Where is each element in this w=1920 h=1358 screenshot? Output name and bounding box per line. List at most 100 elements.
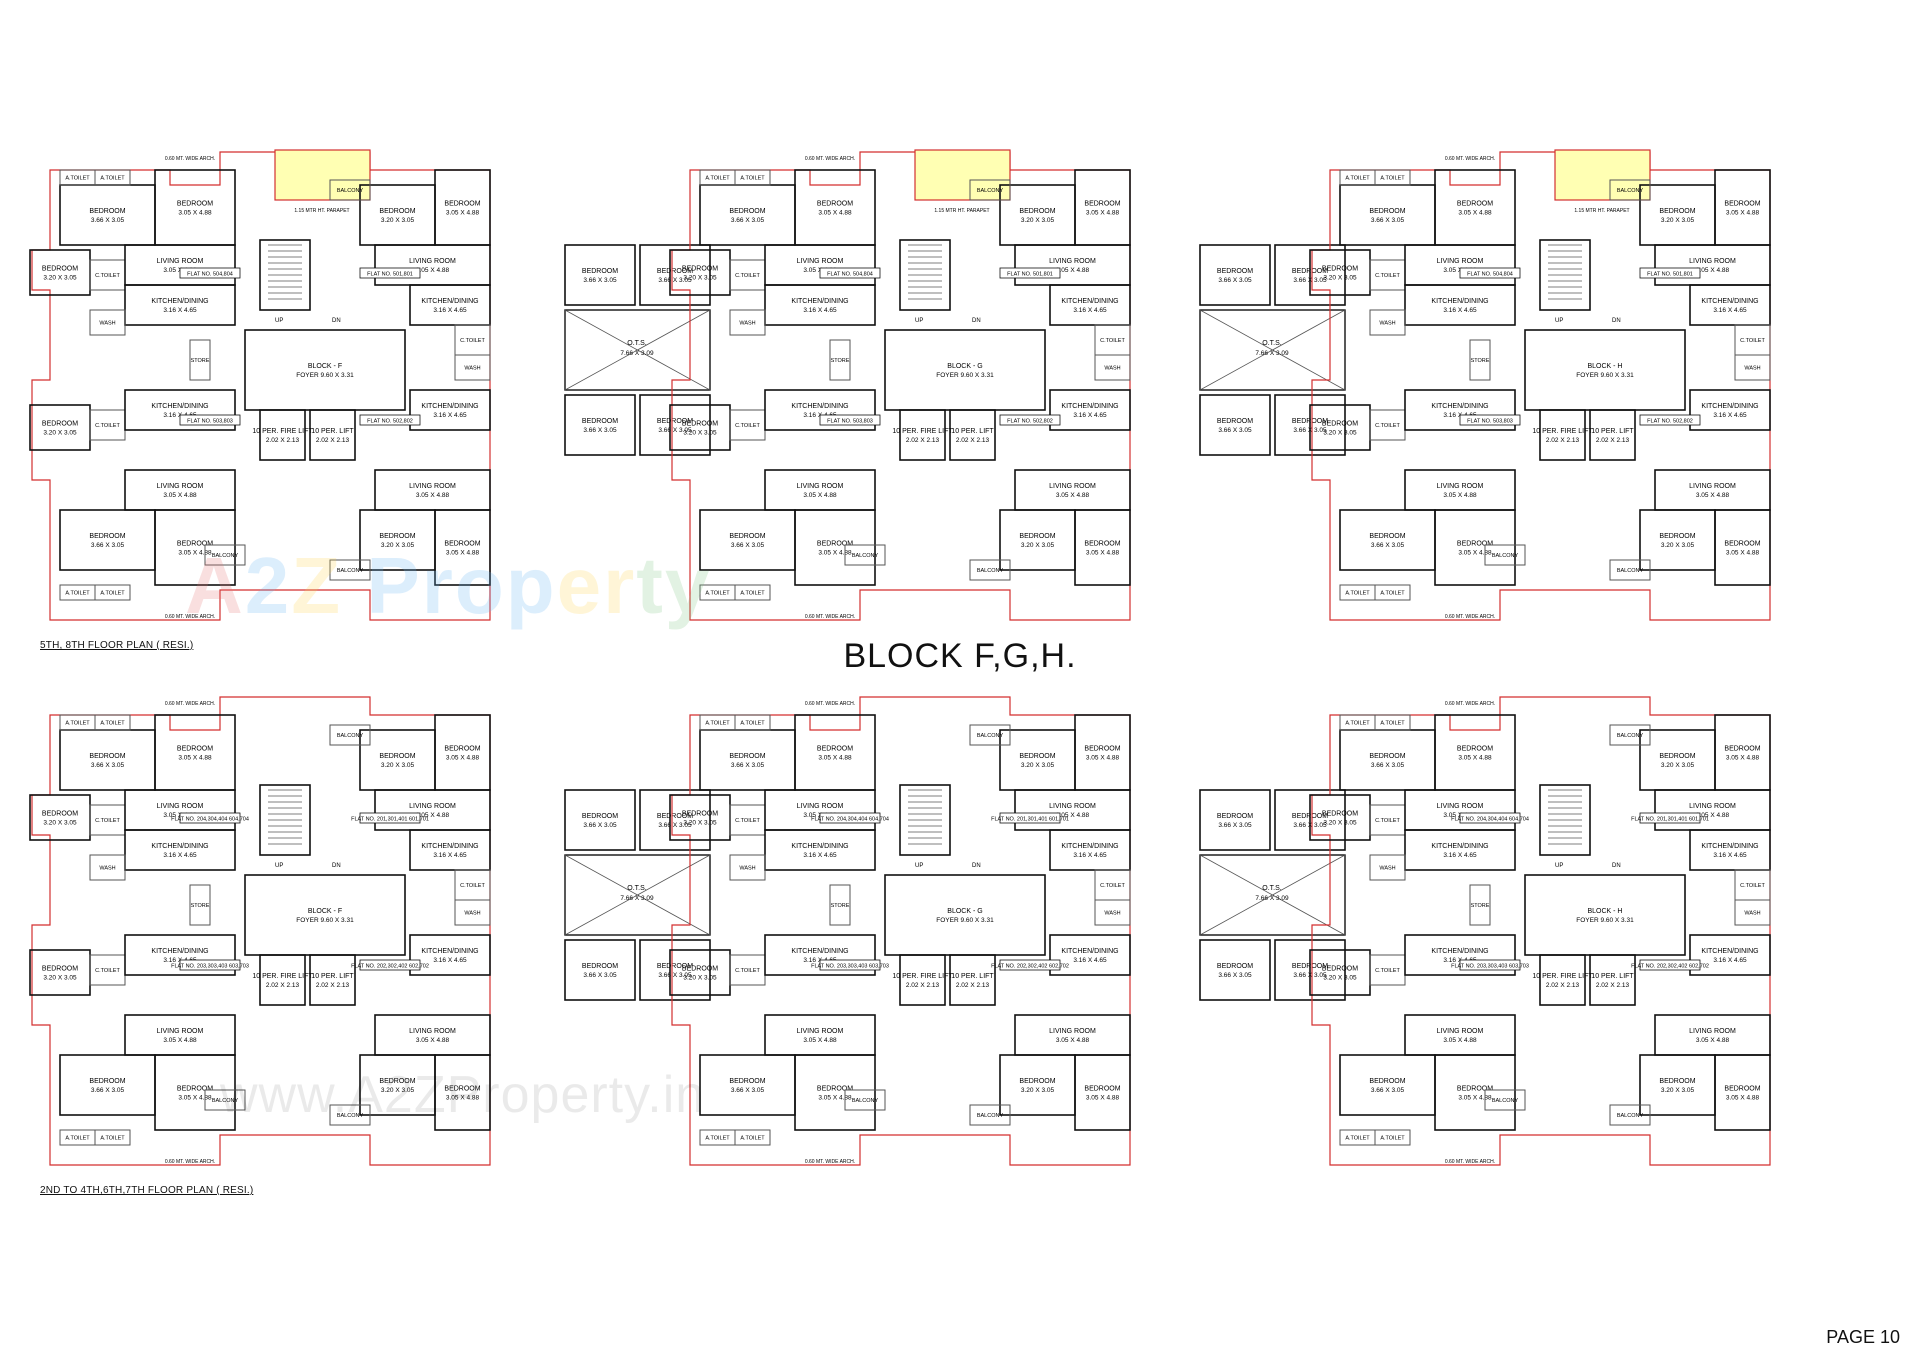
kitchen-4-label: KITCHEN/DINING bbox=[1701, 948, 1758, 955]
balcony-1-label: BALCONY bbox=[1492, 1098, 1519, 1104]
bedroom-4-size: 3.20 X 3.05 bbox=[43, 975, 77, 982]
store-1-label: STORE bbox=[191, 903, 210, 909]
lift-size: 2.02 X 2.13 bbox=[316, 437, 350, 444]
flat-number-tag: FLAT NO. 201,301,401 601,701 bbox=[1631, 817, 1709, 823]
bedroom-5-size: 3.66 X 3.05 bbox=[1371, 1087, 1405, 1094]
living-room-2-wall bbox=[1404, 1014, 1516, 1056]
kitchen-4-size: 3.16 X 4.65 bbox=[1073, 957, 1107, 964]
floor-plan-caption-top: 5TH, 8TH FLOOR PLAN ( RESI.) bbox=[40, 640, 194, 651]
bedroom-3-wall bbox=[29, 794, 91, 841]
bedroom-9-label: BEDROOM bbox=[1019, 1078, 1055, 1085]
a-toilet-2-label: A.TOILET bbox=[740, 176, 765, 182]
flat-number-tag-box bbox=[1459, 812, 1521, 824]
ots-bedroom-4-label: BEDROOM bbox=[657, 418, 693, 425]
living-room-4-size: 3.05 X 4.88 bbox=[1056, 492, 1090, 499]
wash-1-label: WASH bbox=[1379, 321, 1395, 327]
flat-number-tag: FLAT NO. 502,802 bbox=[367, 419, 413, 425]
ots-bedroom-1-wall bbox=[564, 789, 636, 851]
balcony-3-label: BALCONY bbox=[977, 568, 1004, 574]
bedroom-5-label: BEDROOM bbox=[89, 1078, 125, 1085]
ots-bedroom-4-label: BEDROOM bbox=[657, 963, 693, 970]
fire-lift-label: 10 PER. FIRE LIFT bbox=[1532, 428, 1593, 435]
wing-outline bbox=[1311, 151, 1771, 621]
balcony-3-wall bbox=[329, 1104, 371, 1126]
balcony-1-label: BALCONY bbox=[852, 1098, 879, 1104]
arch-label: 0.60 MT. WIDE ARCH. bbox=[165, 701, 215, 707]
bedroom-1-size: 3.66 X 3.05 bbox=[731, 762, 765, 769]
fire-lift-wall bbox=[1539, 954, 1586, 1006]
bedroom-9-label: BEDROOM bbox=[1019, 533, 1055, 540]
lift-label: 10 PER. LIFT bbox=[1591, 428, 1634, 435]
kitchen-4-size: 3.16 X 4.65 bbox=[1073, 412, 1107, 419]
flat-number-tag: FLAT NO. 504,804 bbox=[827, 272, 873, 278]
flat-number-tag: FLAT NO. 202,302,402 602,702 bbox=[351, 964, 429, 970]
bedroom-6-wall bbox=[794, 1054, 876, 1131]
balcony-2-wall bbox=[329, 724, 371, 746]
balcony-1-label: BALCONY bbox=[852, 553, 879, 559]
wash-2-wall bbox=[1734, 899, 1771, 926]
stair-dn-label: DN bbox=[332, 318, 341, 324]
bedroom-10-size: 3.05 X 4.88 bbox=[446, 1095, 480, 1102]
fire-lift-label: 10 PER. FIRE LIFT bbox=[892, 973, 953, 980]
living-room-1-wall bbox=[764, 244, 876, 286]
arch-label: 0.60 MT. WIDE ARCH. bbox=[1445, 1159, 1495, 1165]
living-room-1-label: LIVING ROOM bbox=[1437, 258, 1484, 265]
flat-number-tag: FLAT NO. 503,803 bbox=[1467, 419, 1513, 425]
bedroom-9-wall bbox=[1639, 509, 1716, 571]
balcony-3-label: BALCONY bbox=[337, 568, 364, 574]
kitchen-1-wall bbox=[764, 284, 876, 326]
wash-2-label: WASH bbox=[464, 366, 480, 372]
kitchen-4-label: KITCHEN/DINING bbox=[421, 403, 478, 410]
c-toilet-3-label: C.TOILET bbox=[1740, 883, 1765, 889]
ots-bedroom-1-size: 3.66 X 3.05 bbox=[583, 822, 617, 829]
lift-size: 2.02 X 2.13 bbox=[1596, 982, 1630, 989]
wash-2-wall bbox=[1094, 899, 1131, 926]
flat-number-tag: FLAT NO. 203,303,403 603,703 bbox=[171, 964, 249, 970]
kitchen-4-wall bbox=[409, 389, 491, 431]
a-toilet-4-wall bbox=[1374, 584, 1411, 601]
bedroom-4-label: BEDROOM bbox=[1322, 966, 1358, 973]
bedroom-7-size: 3.20 X 3.05 bbox=[1021, 217, 1055, 224]
living-room-2-size: 3.05 X 4.88 bbox=[1443, 492, 1477, 499]
flat-number-tag: FLAT NO. 504,804 bbox=[187, 272, 233, 278]
fire-lift-label: 10 PER. FIRE LIFT bbox=[252, 973, 313, 980]
flat-number-tag-box bbox=[179, 812, 241, 824]
flat-number-tag: FLAT NO. 204,304,404 604,704 bbox=[811, 817, 889, 823]
wash-1-wall bbox=[89, 309, 126, 336]
ots-bedroom-1-size: 3.66 X 3.05 bbox=[1218, 277, 1252, 284]
ots-bedroom-4-wall bbox=[639, 939, 711, 1001]
ots-open-area bbox=[1199, 309, 1346, 391]
bedroom-4-size: 3.20 X 3.05 bbox=[683, 975, 717, 982]
balcony-1-wall bbox=[844, 544, 886, 566]
fire-lift-wall bbox=[899, 954, 946, 1006]
kitchen-2-label: KITCHEN/DINING bbox=[151, 948, 208, 955]
bedroom-6-label: BEDROOM bbox=[177, 1086, 213, 1093]
a-toilet-2-label: A.TOILET bbox=[100, 176, 125, 182]
bedroom-10-wall bbox=[1714, 1054, 1771, 1131]
wash-2-wall bbox=[1094, 354, 1131, 381]
c-toilet-1-label: C.TOILET bbox=[1375, 273, 1400, 279]
stair-dn-label: DN bbox=[972, 318, 981, 324]
bedroom-7-label: BEDROOM bbox=[1019, 753, 1055, 760]
bedroom-7-label: BEDROOM bbox=[1019, 208, 1055, 215]
c-toilet-3-label: C.TOILET bbox=[460, 883, 485, 889]
kitchen-3-label: KITCHEN/DINING bbox=[421, 298, 478, 305]
arch-label: 0.60 MT. WIDE ARCH. bbox=[165, 614, 215, 620]
balcony-2-wall bbox=[1609, 179, 1651, 201]
bedroom-4-label: BEDROOM bbox=[42, 421, 78, 428]
wash-2-label: WASH bbox=[1744, 911, 1760, 917]
kitchen-4-size: 3.16 X 4.65 bbox=[433, 412, 467, 419]
kitchen-3-label: KITCHEN/DINING bbox=[1701, 843, 1758, 850]
lift-wall bbox=[1589, 954, 1636, 1006]
foyer-size: FOYER 9.60 X 3.31 bbox=[1576, 917, 1634, 924]
fire-lift-wall bbox=[259, 409, 306, 461]
bedroom-6-label: BEDROOM bbox=[177, 541, 213, 548]
a-toilet-3-label: A.TOILET bbox=[1345, 1136, 1370, 1142]
ots-bedroom-3-label: BEDROOM bbox=[582, 418, 618, 425]
bedroom-8-label: BEDROOM bbox=[444, 746, 480, 753]
flat-number-tag-box bbox=[1639, 267, 1701, 279]
ots-bedroom-3-size: 3.66 X 3.05 bbox=[583, 972, 617, 979]
flat-number-tag: FLAT NO. 203,303,403 603,703 bbox=[811, 964, 889, 970]
c-toilet-2-label: C.TOILET bbox=[735, 423, 760, 429]
bedroom-7-size: 3.20 X 3.05 bbox=[1661, 762, 1695, 769]
